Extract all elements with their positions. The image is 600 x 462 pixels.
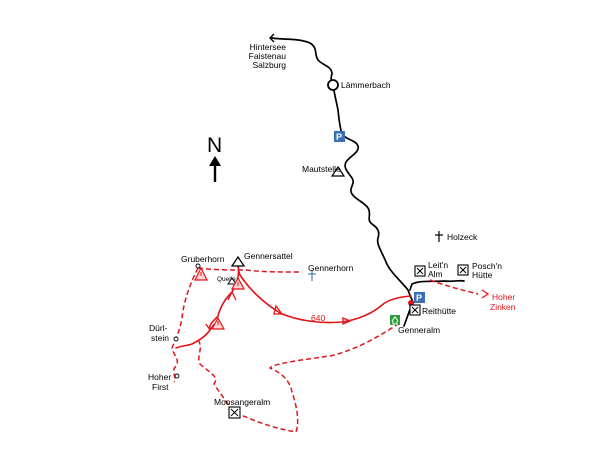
label-laemmerbach: Lämmerbach	[341, 80, 391, 90]
label-reithuette: Reithütte	[422, 306, 456, 316]
north-label: N	[207, 134, 222, 157]
info-point-icon	[390, 315, 400, 325]
label-gennerhorn: Gennerhorn	[308, 263, 354, 273]
parking-icon: P	[334, 131, 345, 142]
start-arrow-icon	[269, 33, 275, 43]
label-route-640: 640	[311, 313, 325, 323]
label-hoher-zinken-2: Zinken	[490, 302, 516, 312]
label-moosangeralm: Moosangeralm	[214, 397, 270, 407]
mountain-hut-icon	[409, 304, 421, 316]
label-hoher-zinken-1: Hoher	[492, 292, 515, 302]
side-road-alm	[409, 279, 465, 291]
route-arrow-3	[227, 290, 237, 301]
summit-cross-icon	[435, 231, 443, 242]
summit-point-icon	[173, 336, 179, 342]
parking-label-upper: P	[336, 132, 342, 142]
mountain-hut-icon	[457, 264, 469, 276]
label-start-3: Salzburg	[252, 60, 286, 70]
village-circle-icon	[327, 79, 339, 91]
trail-gruberhorn-west	[171, 267, 199, 383]
label-leitn-1: Leit'n	[428, 260, 448, 270]
label-duerlstein-2: stein	[151, 333, 169, 343]
summit-cross-icon	[195, 263, 201, 269]
warning-icon	[210, 316, 226, 330]
label-poschn-2: Hütte	[472, 270, 493, 280]
label-mautstelle: Mautstelle	[302, 164, 341, 174]
north-arrow: N	[207, 134, 222, 182]
route-arrow-4	[205, 323, 215, 332]
trail-arrow-zinken	[481, 289, 490, 299]
label-gennersattel: Gennersattel	[244, 251, 293, 261]
trail-hoher-zinken	[429, 279, 479, 295]
spring-icon	[227, 277, 237, 285]
label-poschn-1: Posch'n	[472, 261, 502, 271]
label-genneralm: Genneralm	[398, 325, 440, 335]
parking-label-lower: P	[416, 293, 422, 303]
toll-station-icon	[330, 165, 346, 177]
mountain-hut-icon	[228, 406, 241, 419]
trail-loop-moosanger	[197, 323, 399, 433]
label-start-1: Hintersee	[250, 42, 287, 52]
label-quelle: Quelle	[217, 276, 236, 283]
parking-icon: P	[414, 292, 425, 303]
summit-cross-icon	[308, 270, 316, 281]
label-holzeck: Holzeck	[447, 232, 478, 242]
route-arrow-1	[342, 317, 352, 325]
mountain-pass-icon	[230, 255, 246, 267]
warning-icon	[230, 276, 246, 290]
route-descent-solid	[175, 264, 240, 349]
label-leitn-2: Alm	[428, 269, 443, 279]
summit-point-icon	[174, 373, 180, 379]
mountain-hut-icon	[414, 265, 426, 277]
trail-gruberhorn-gennerhorn	[197, 267, 301, 273]
north-arrow-icon	[209, 156, 221, 166]
label-hoher-first-2: First	[152, 382, 169, 392]
label-start-2: Faistenau	[249, 51, 287, 61]
label-hoher-first-1: Hoher	[148, 372, 171, 382]
warning-icon	[194, 266, 208, 281]
access-road	[271, 37, 414, 303]
route-640-solid	[237, 262, 412, 324]
label-duerlstein-1: Dürl-	[149, 323, 168, 333]
label-gruberhorn: Gruberhorn	[181, 254, 225, 264]
route-arrow-2	[273, 304, 284, 315]
